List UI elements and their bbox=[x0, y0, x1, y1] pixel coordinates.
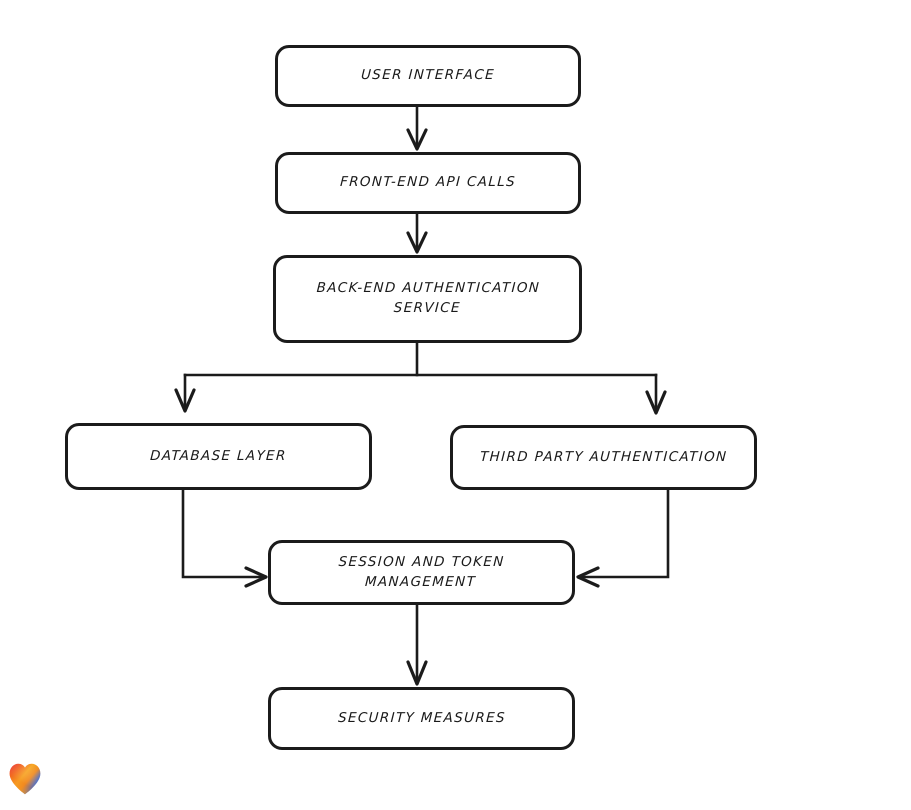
node-frontend-api-calls[interactable]: Front-End API Calls bbox=[275, 152, 581, 214]
edge-frontend-api-to-backend-auth bbox=[406, 212, 428, 254]
node-backend-authentication-service[interactable]: Back-End Authentication Service bbox=[273, 255, 582, 343]
node-user-interface[interactable]: User Interface bbox=[275, 45, 581, 107]
edge-backend-auth-to-third-party-auth bbox=[645, 373, 667, 415]
edge-session-token-to-security-measures bbox=[406, 603, 428, 686]
node-label: Back-End Authentication Service bbox=[315, 280, 541, 316]
edge-backend-auth-branch-trunk bbox=[183, 341, 658, 377]
edge-database-layer-to-session-token bbox=[181, 488, 268, 588]
node-session-and-token-management[interactable]: Session and Token Management bbox=[268, 540, 575, 605]
node-database-layer[interactable]: Database Layer bbox=[65, 423, 372, 490]
heart-icon bbox=[9, 763, 41, 795]
node-label: Database Layer bbox=[149, 447, 288, 464]
node-label: User Interface bbox=[360, 67, 496, 84]
node-label: Session and Token Management bbox=[338, 553, 506, 590]
node-security-measures[interactable]: Security Measures bbox=[268, 687, 575, 750]
edge-third-party-auth-to-session-token bbox=[576, 488, 670, 588]
node-label: Security Measures bbox=[337, 709, 506, 726]
node-label: Third Party Authentication bbox=[479, 448, 728, 465]
edge-user-interface-to-frontend-api bbox=[406, 105, 428, 151]
edge-backend-auth-to-database-layer bbox=[174, 373, 196, 413]
node-label: Front-End API Calls bbox=[339, 174, 517, 191]
node-third-party-authentication[interactable]: Third Party Authentication bbox=[450, 425, 757, 490]
